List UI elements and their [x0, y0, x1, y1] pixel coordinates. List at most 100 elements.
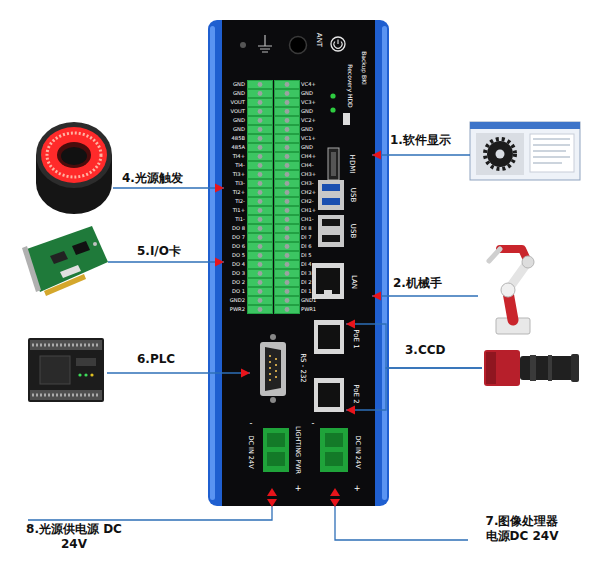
pin-label: VC1+: [301, 135, 323, 142]
robot-arm: 2.机械手: [478, 240, 546, 336]
connector: [346, 368, 482, 415]
software-display: 1.软件显示: [470, 122, 580, 180]
pin-label: VC4+: [301, 81, 323, 88]
poe-port: [314, 320, 344, 354]
pin-label: GND2: [224, 297, 245, 304]
usb-port: USB: [316, 214, 372, 249]
hdmi-slot: [331, 152, 336, 176]
pin-label: GND: [224, 117, 245, 124]
controller-body: ANTBackup BKIRecovery HDDGNDGNDVOUTVOUTG…: [208, 20, 389, 506]
list-pane: [530, 134, 574, 172]
arrow-head: [372, 292, 381, 301]
pin-label: GND: [301, 108, 323, 115]
panel-label: Recovery HDD: [346, 64, 354, 107]
terminal-screw: [267, 452, 285, 466]
power-terminal: [320, 428, 348, 472]
lan-port: [312, 263, 344, 299]
terminal-screw: [267, 433, 285, 447]
light-source: 4.光源触发: [35, 118, 113, 216]
panel-label: USB: [348, 188, 357, 202]
power-button: [331, 37, 345, 51]
antenna-connector: [290, 37, 307, 54]
terminal-block: [274, 80, 300, 314]
chip: [50, 251, 68, 264]
rail-highlight: [382, 26, 387, 500]
terminal-screw: [325, 433, 343, 447]
leader-line: [335, 506, 468, 540]
rs232-port: RS - 232: [250, 333, 310, 405]
terminal-screws: [32, 394, 100, 397]
pin-label: DI 5: [301, 252, 323, 259]
callout-label: 1.软件显示: [390, 133, 451, 148]
ground-symbol: [258, 35, 272, 52]
terminal-row: [30, 390, 102, 400]
camera-lens: [520, 356, 578, 380]
bracket: [22, 246, 41, 292]
arrow-head: [215, 184, 224, 193]
connector-line: [372, 295, 478, 296]
pin-label: DO 7: [224, 234, 245, 241]
ring-light-hole: [61, 147, 87, 165]
polarity-mark: +: [354, 484, 361, 494]
panel-label: DC IN 24V: [354, 435, 362, 468]
pin-label: DO 4: [224, 261, 245, 268]
poe-port: PoE 2: [312, 375, 346, 415]
title-bar: [470, 122, 580, 129]
connector: [372, 292, 478, 301]
pin-label: DO 8: [224, 225, 245, 232]
pin-label: DI 7: [301, 234, 323, 241]
terminal-label-block: GNDGNDVOUTVOUTGNDGND485B485ATI4+TI4-TI3+…: [224, 80, 273, 314]
callout-label: 5.I/O卡: [137, 244, 181, 259]
panel-label: ANT: [314, 33, 323, 47]
panel-label: DC IN 24V: [247, 435, 255, 468]
usb-slot: [322, 235, 340, 242]
pin-label: 485A: [224, 144, 245, 151]
panel-label: LIGHTING PWR: [294, 426, 302, 474]
connector-line: [372, 154, 470, 155]
poe-socket: [318, 383, 340, 407]
screw: [270, 397, 276, 403]
terminal-screw: [325, 452, 343, 466]
pin-label: PWR2: [224, 306, 245, 313]
pin-label: GND: [301, 90, 323, 97]
pin-label: TI1-: [224, 216, 245, 223]
connector: [107, 369, 250, 378]
led: [90, 373, 93, 376]
power-terminal: [263, 428, 289, 472]
lens-ring: [530, 355, 536, 381]
pin-label: DI 6: [301, 243, 323, 250]
connector-line: [346, 324, 482, 368]
camera-body: [484, 350, 520, 386]
plc-body: [28, 338, 104, 402]
usb-port: USB: [316, 179, 372, 212]
leader-line: [28, 506, 272, 520]
polarity-mark: -: [250, 419, 253, 429]
rs232-socket: [265, 347, 281, 391]
hdmi-port: [328, 148, 339, 180]
connector: [346, 320, 482, 369]
lan-socket: [316, 268, 340, 294]
usb-port: [318, 215, 344, 247]
pin-label: DI 8: [301, 225, 323, 232]
red-marker: [330, 488, 340, 507]
camera-back: [486, 352, 496, 384]
pin-label: CH1-: [301, 216, 323, 223]
arrow-head: [346, 320, 355, 329]
pin-label: CH2-: [301, 198, 323, 205]
connector: [372, 151, 470, 160]
arrow-head: [372, 151, 381, 160]
pin-label: DO 2: [224, 279, 245, 286]
connector-line: [346, 368, 482, 410]
poe-socket: [318, 325, 340, 349]
panel-label: HDMI: [347, 155, 356, 174]
callout-label: 7.图像处理器 电源DC 24V: [472, 514, 572, 544]
pin-label: VOUT: [224, 108, 245, 115]
screen: [470, 122, 580, 180]
terminal-block: [247, 80, 273, 314]
screw: [270, 334, 276, 340]
pin-label: DO 5: [224, 252, 245, 259]
robot-joint: [501, 283, 515, 297]
pin-label: VC2+: [301, 117, 323, 124]
connector-line: [107, 372, 250, 373]
